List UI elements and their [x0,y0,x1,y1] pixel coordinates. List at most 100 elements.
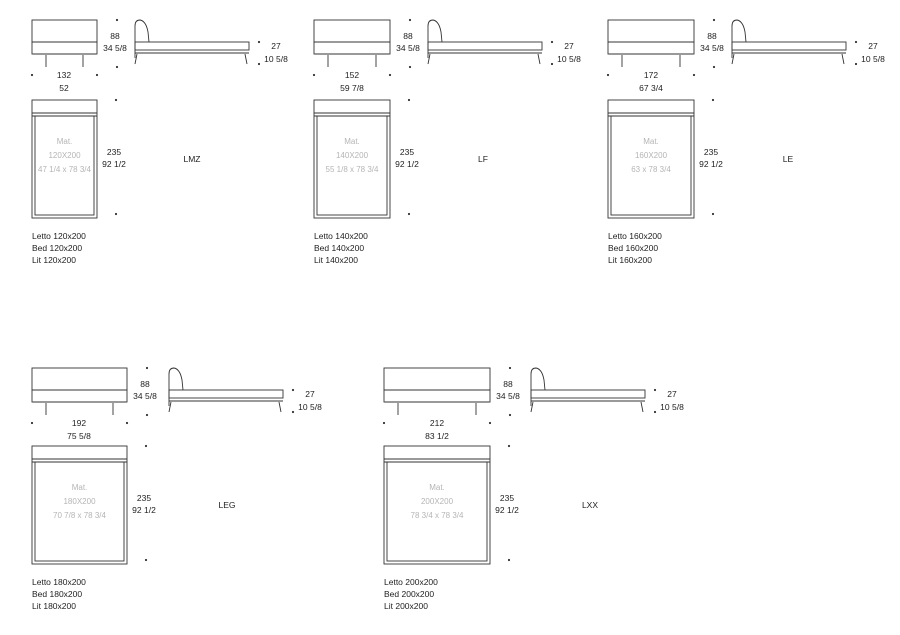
length-cm: 235 [137,493,151,503]
mattress-size-in: 55 1/8 x 78 3/4 [326,165,379,174]
headboard-side [134,19,150,58]
dimension-dot [507,558,511,562]
bed-base-side [134,41,250,51]
headboard-side [530,367,546,406]
model-code: LE [783,154,794,164]
dimension-dot [653,410,657,414]
dimension-dot [408,18,412,22]
mattress-size-in: 47 1/4 x 78 3/4 [38,165,91,174]
dimension-dot [407,212,411,216]
dimension-dot [382,421,386,425]
dimension-dot [854,40,858,44]
front-height-in: 34 5/8 [496,391,520,401]
bed-base-front [313,41,391,55]
length-cm: 235 [107,147,121,157]
bed-plan-outline [31,445,128,565]
width-cm: 212 [430,418,444,428]
bed-plan-outline [607,99,695,219]
bed-name: Letto 140x200 [314,231,368,241]
mattress-label: Mat. [72,483,88,492]
headboard-side [731,19,747,58]
bed-base-front [31,41,98,55]
side-leg [640,401,644,413]
mattress-size-in: 78 3/4 x 78 3/4 [411,511,464,520]
dimension-dot [30,73,34,77]
front-height-cm: 88 [707,31,717,41]
dimension-dot [606,73,610,77]
dimension-dot [115,18,119,22]
side-height-in: 10 5/8 [557,54,581,64]
length-cm: 235 [500,493,514,503]
side-height-in: 10 5/8 [298,402,322,412]
width-in: 75 5/8 [67,431,91,441]
headboard-side [168,367,184,406]
length-in: 92 1/2 [495,505,519,515]
dimension-dot [854,62,858,66]
bed-name: Letto 180x200 [32,577,86,587]
model-code: LMZ [184,154,201,164]
mattress-size-in: 70 7/8 x 78 3/4 [53,511,106,520]
bed-name: Bed 140x200 [314,243,364,253]
mattress-label: Mat. [643,137,659,146]
headboard-front [383,367,491,391]
width-in: 67 3/4 [639,83,663,93]
side-leg [427,53,431,65]
mattress-label: Mat. [344,137,360,146]
width-cm: 132 [57,70,71,80]
side-height-cm: 27 [868,41,878,51]
length-cm: 235 [400,147,414,157]
bed-base-side [731,41,847,51]
front-height-cm: 88 [110,31,120,41]
side-leg [537,53,541,65]
bed-plan-outline [31,99,98,219]
side-height-cm: 27 [667,389,677,399]
mattress-label: Mat. [429,483,445,492]
headboard-front [31,19,98,43]
dimension-dot [95,73,99,77]
front-height-in: 34 5/8 [700,43,724,53]
dimension-dot [550,62,554,66]
dimension-dot [114,98,118,102]
dimension-dot [30,421,34,425]
dimension-dot [257,62,261,66]
dimension-dot [312,73,316,77]
dimension-dot [291,388,295,392]
width-cm: 152 [345,70,359,80]
bed-base-front [607,41,695,55]
bed-base-side [427,41,543,51]
bed-plan-outline [383,445,491,565]
length-in: 92 1/2 [132,505,156,515]
headboard-front [607,19,695,43]
dimension-dot [125,421,129,425]
mattress-size: 180X200 [63,497,96,506]
dimension-dot [488,421,492,425]
dimension-dot [407,98,411,102]
bed-name: Letto 120x200 [32,231,86,241]
side-height-in: 10 5/8 [861,54,885,64]
length-in: 92 1/2 [395,159,419,169]
headboard-front [31,367,128,391]
headboard-side [427,19,443,58]
side-leg [168,401,172,413]
dimension-dot [291,410,295,414]
side-height-cm: 27 [305,389,315,399]
bed-name: Lit 140x200 [314,255,358,265]
front-height-cm: 88 [503,379,513,389]
front-height-in: 34 5/8 [103,43,127,53]
bed-base-front [383,389,491,403]
bed-name: Lit 120x200 [32,255,76,265]
bed-name: Letto 200x200 [384,577,438,587]
dimension-dot [408,65,412,69]
front-height-cm: 88 [403,31,413,41]
mattress-outline [610,115,692,216]
bed-plan-outline [313,99,391,219]
mattress-size: 160X200 [635,151,668,160]
length-cm: 235 [704,147,718,157]
mattress-size: 120X200 [48,151,81,160]
side-height-in: 10 5/8 [660,402,684,412]
